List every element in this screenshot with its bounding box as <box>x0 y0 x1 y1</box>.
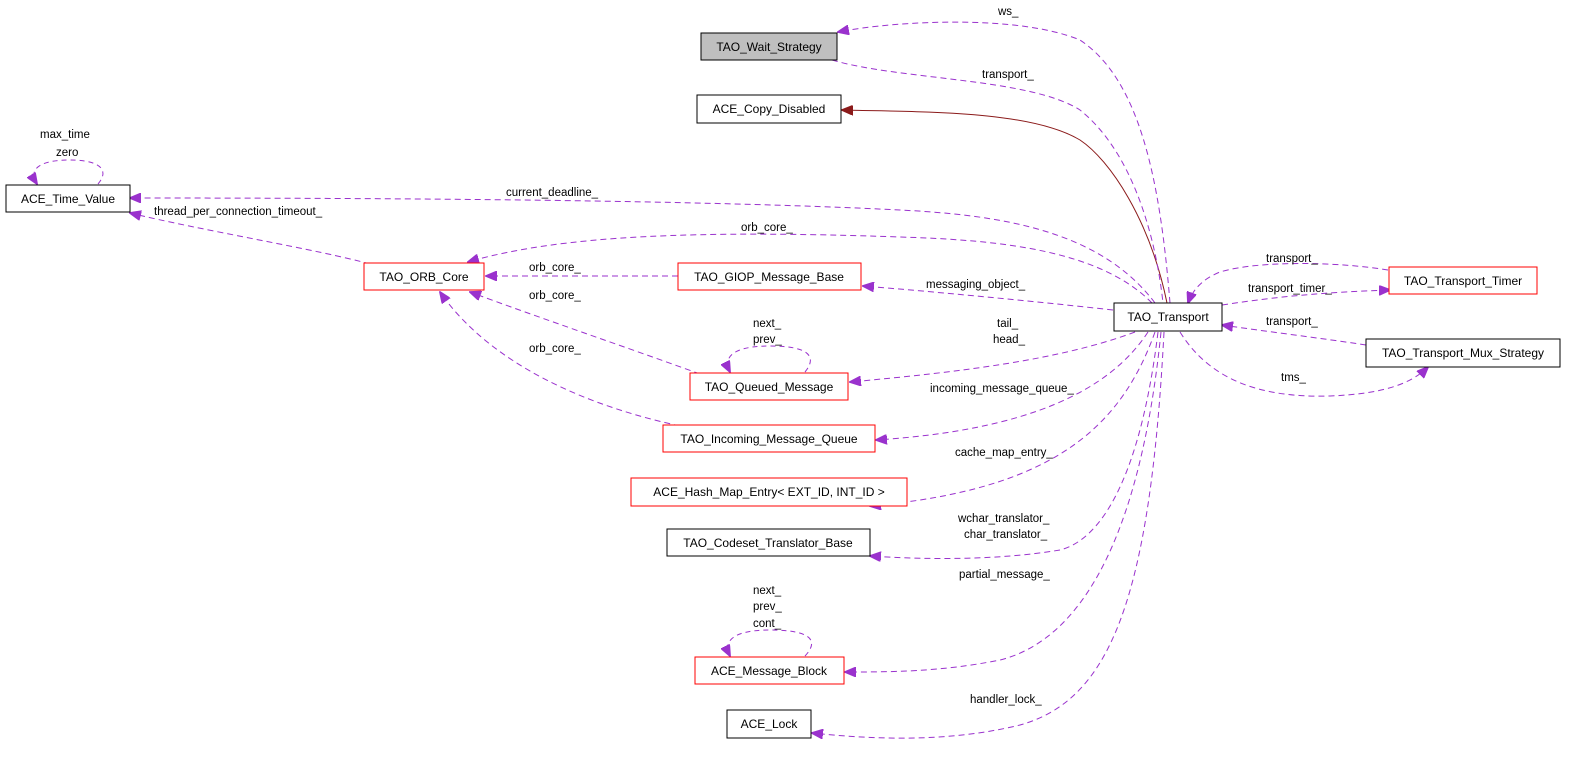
edge-current-deadline <box>130 198 1156 304</box>
node-transport-timer[interactable]: TAO_Transport_Timer <box>1388 266 1538 295</box>
edge-transport-wait <box>831 59 1164 304</box>
node-orb-core[interactable]: TAO_ORB_Core <box>363 262 485 291</box>
node-incoming-queue[interactable]: TAO_Incoming_Message_Queue <box>662 424 876 453</box>
node-incoming-queue-label: TAO_Incoming_Message_Queue <box>680 432 858 446</box>
node-wait-strategy[interactable]: TAO_Wait_Strategy <box>700 32 838 61</box>
node-mux-strategy-label: TAO_Transport_Mux_Strategy <box>1382 346 1544 360</box>
label-thread-timeout: thread_per_connection_timeout_ <box>154 206 323 218</box>
label-handler-lock: handler_lock_ <box>970 694 1042 706</box>
edge-orb-core-transport <box>468 233 1153 304</box>
label-cache-map: cache_map_entry_ <box>955 447 1053 459</box>
node-time-value[interactable]: ACE_Time_Value <box>5 184 131 213</box>
edge-block-self <box>728 629 812 656</box>
label-ws: ws_ <box>997 6 1019 18</box>
node-mux-strategy[interactable]: TAO_Transport_Mux_Strategy <box>1365 338 1561 368</box>
edge-cache-map <box>870 331 1156 506</box>
label-cont-b: cont_ <box>753 618 782 630</box>
edge-tms <box>1179 331 1428 397</box>
label-partial-message: partial_message_ <box>959 569 1050 581</box>
node-giop-base-label: TAO_GIOP_Message_Base <box>694 270 844 284</box>
label-next-q: next_ <box>753 318 782 330</box>
edge-mux-transport <box>1222 325 1367 346</box>
node-hash-map-entry[interactable]: ACE_Hash_Map_Entry< EXT_ID, INT_ID > <box>630 477 908 507</box>
edge-transport-timer <box>1221 290 1390 306</box>
label-wchar-translator: wchar_translator_ <box>957 513 1050 525</box>
edge-partial-message <box>845 331 1162 672</box>
label-current-deadline: current_deadline_ <box>506 187 599 199</box>
label-transport-mux-back: transport_ <box>1266 316 1318 328</box>
node-queued-message[interactable]: TAO_Queued_Message <box>689 372 849 401</box>
node-transport[interactable]: TAO_Transport <box>1113 302 1223 332</box>
label-head: head_ <box>993 334 1026 346</box>
edge-tail-head <box>850 331 1136 382</box>
label-orb-core-transport: orb_core_ <box>741 222 793 234</box>
node-transport-timer-label: TAO_Transport_Timer <box>1404 274 1522 288</box>
edge-messaging-object <box>863 286 1114 311</box>
node-ace-lock-label: ACE_Lock <box>741 717 799 731</box>
label-zero: zero <box>56 147 78 159</box>
node-orb-core-label: TAO_ORB_Core <box>379 270 468 284</box>
label-orb-core-incoming: orb_core_ <box>529 343 581 355</box>
node-codeset-translator[interactable]: TAO_Codeset_Translator_Base <box>666 528 871 557</box>
edge-handler-lock <box>812 331 1165 738</box>
node-codeset-translator-label: TAO_Codeset_Translator_Base <box>683 536 853 550</box>
edge-inherit-copy-disabled <box>842 110 1168 304</box>
label-messaging-object: messaging_object_ <box>926 279 1026 291</box>
label-transport-timer: transport_timer_ <box>1248 283 1332 295</box>
label-incoming-queue: incoming_message_queue_ <box>930 383 1074 395</box>
edge-queued-self <box>728 345 811 372</box>
node-copy-disabled[interactable]: ACE_Copy_Disabled <box>696 94 842 124</box>
edge-time-self <box>34 159 104 184</box>
label-transport-timer-back: transport_ <box>1266 253 1318 265</box>
label-orb-core-giop: orb_core_ <box>529 262 581 274</box>
edge-ws <box>838 21 1171 304</box>
edge-thread-timeout <box>130 213 371 265</box>
label-prev-b: prev_ <box>753 601 782 613</box>
edge-orb-core-queued <box>470 292 701 375</box>
label-next-b: next_ <box>753 585 782 597</box>
label-max-time: max_time <box>40 129 90 141</box>
node-queued-message-label: TAO_Queued_Message <box>705 380 834 394</box>
node-hash-map-entry-label: ACE_Hash_Map_Entry< EXT_ID, INT_ID > <box>653 485 884 499</box>
label-tms: tms_ <box>1281 372 1307 384</box>
node-wait-strategy-label: TAO_Wait_Strategy <box>716 40 821 54</box>
node-copy-disabled-label: ACE_Copy_Disabled <box>713 102 826 116</box>
node-message-block[interactable]: ACE_Message_Block <box>694 656 845 685</box>
label-char-translator: char_translator_ <box>964 529 1048 541</box>
node-time-value-label: ACE_Time_Value <box>21 192 115 206</box>
label-tail: tail_ <box>997 318 1019 330</box>
label-transport-wait: transport_ <box>982 69 1034 81</box>
edge-translators <box>870 331 1159 558</box>
node-ace-lock[interactable]: ACE_Lock <box>726 709 812 739</box>
node-message-block-label: ACE_Message_Block <box>711 664 828 678</box>
label-orb-core-queued: orb_core_ <box>529 290 581 302</box>
node-giop-base[interactable]: TAO_GIOP_Message_Base <box>677 262 862 291</box>
label-prev-q: prev_ <box>753 334 782 346</box>
edge-orb-core-incoming <box>440 292 681 427</box>
node-transport-label: TAO_Transport <box>1127 310 1209 324</box>
